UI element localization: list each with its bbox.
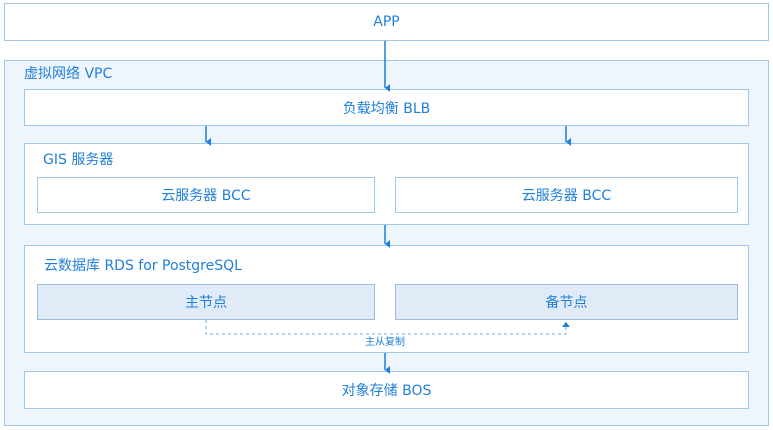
blb-box: 负载均衡 BLB (24, 89, 749, 126)
rds-standby-node-label: 备节点 (545, 295, 588, 311)
app-box: APP (4, 3, 769, 41)
bos-box: 对象存储 BOS (24, 371, 749, 409)
replication-label: 主从复制 (362, 337, 408, 349)
app-label: APP (373, 14, 400, 30)
bcc-server-right-label: 云服务器 BCC (521, 188, 612, 204)
bcc-server-right: 云服务器 BCC (395, 177, 738, 213)
gis-server-group-label: GIS 服务器 (43, 152, 114, 168)
rds-primary-node: 主节点 (37, 284, 375, 320)
blb-label: 负载均衡 BLB (342, 100, 431, 117)
bcc-server-left: 云服务器 BCC (37, 177, 375, 213)
bos-label: 对象存储 BOS (341, 383, 432, 399)
rds-group-label: 云数据库 RDS for PostgreSQL (44, 258, 242, 274)
rds-standby-node: 备节点 (395, 284, 738, 320)
rds-primary-node-label: 主节点 (185, 295, 227, 311)
replication-path (205, 320, 570, 335)
vpc-label: 虚拟网络 VPC (24, 66, 113, 82)
bcc-server-left-label: 云服务器 BCC (161, 188, 251, 204)
